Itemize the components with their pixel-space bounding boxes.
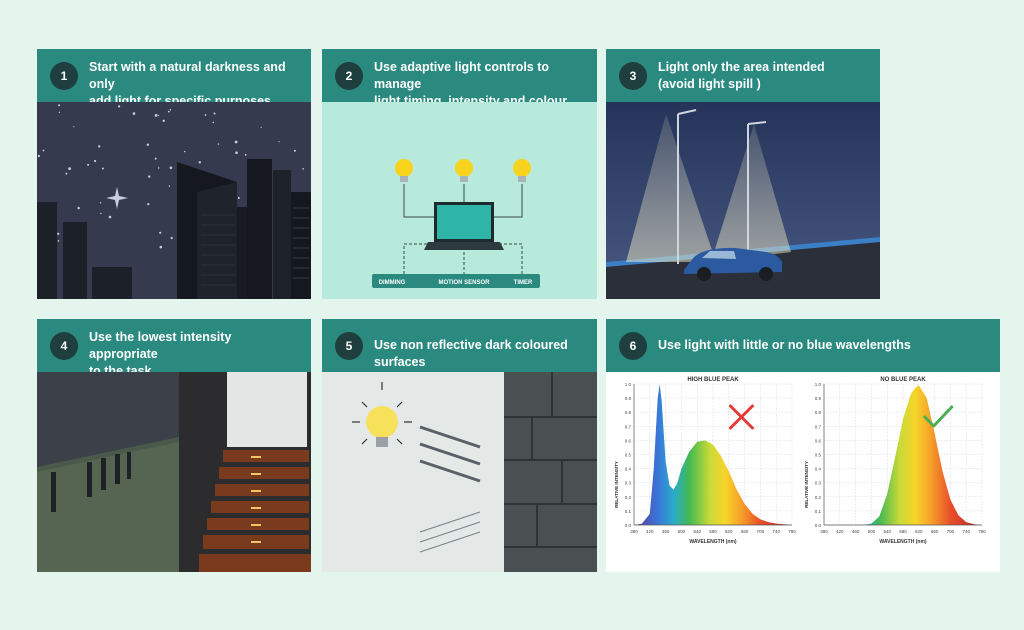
y-tick-label: 0.1 xyxy=(815,509,822,514)
x-tick-label: 460 xyxy=(852,529,860,534)
panel-6: 6 Use light with little or no blue wavel… xyxy=(606,319,1000,572)
y-axis-label: RELATIVE INTENSITY xyxy=(614,461,619,508)
y-tick-label: 0.6 xyxy=(815,438,822,443)
x-tick-label: 540 xyxy=(883,529,891,534)
street-light-scene xyxy=(606,102,880,299)
cross-icon xyxy=(728,404,754,430)
x-tick-label: 380 xyxy=(820,529,828,534)
x-tick-label: 780 xyxy=(978,529,986,534)
y-tick-label: 0.8 xyxy=(625,410,632,415)
panel-header: 2 Use adaptive light controls to manage … xyxy=(322,49,597,108)
bulb-icon xyxy=(513,159,531,182)
x-tick-label: 500 xyxy=(868,529,876,534)
controls-illustration: DIMMING MOTION SENSOR TIMER xyxy=(322,102,597,299)
panel-title: Light only the area intended (avoid ligh… xyxy=(658,60,825,91)
y-tick-label: 0.6 xyxy=(625,438,632,443)
step-number-badge: 3 xyxy=(619,62,647,90)
y-tick-label: 0.4 xyxy=(815,467,822,472)
step-number-badge: 4 xyxy=(50,332,78,360)
light-controls-diagram: DIMMING MOTION SENSOR TIMER xyxy=(322,102,597,299)
x-tick-label: 420 xyxy=(836,529,844,534)
dimming-label: DIMMING xyxy=(379,280,406,286)
step-number-badge: 6 xyxy=(619,332,647,360)
y-tick-label: 1.0 xyxy=(625,382,632,387)
spectrum-charts-svg: HIGH BLUE PEAK 0.0 0.1 0.2 0.3 0.4 0.5 0.6 0.7 0.… xyxy=(614,377,986,545)
step-number-badge: 5 xyxy=(335,332,363,360)
chart-title: HIGH BLUE PEAK xyxy=(687,377,739,383)
x-tick-label: 780 xyxy=(788,529,796,534)
panel-3: 3 Light only the area intended (avoid li… xyxy=(606,49,880,299)
y-axis-label: RELATIVE INTENSITY xyxy=(804,461,809,508)
panel-1: 1 Start with a natural darkness and only… xyxy=(37,49,311,299)
y-tick-label: 0.3 xyxy=(625,481,632,486)
motion-sensor-label: MOTION SENSOR xyxy=(438,280,490,286)
check-icon xyxy=(923,405,954,428)
street-light-illustration xyxy=(606,102,880,299)
panel-header: 3 Light only the area intended (avoid li… xyxy=(606,49,880,102)
y-tick-label: 0.0 xyxy=(815,523,822,528)
panel-title: Use light with little or no blue wavelen… xyxy=(658,338,911,352)
x-tick-label: 700 xyxy=(947,529,955,534)
x-tick-label: 580 xyxy=(709,529,717,534)
y-tick-label: 0.5 xyxy=(625,453,632,458)
x-tick-label: 580 xyxy=(899,529,907,534)
panel-title: Use the lowest intensity appropriate to … xyxy=(89,330,232,378)
x-axis-label: WAVELENGTH (nm) xyxy=(689,539,736,545)
panel-4: 4 Use the lowest intensity appropriate t… xyxy=(37,319,311,572)
y-tick-label: 0.8 xyxy=(815,410,822,415)
light-reflection-scene xyxy=(322,372,597,572)
spectrum-chart-1: HIGH BLUE PEAK 0.0 0.1 0.2 0.3 0.4 0.5 0.6 0.7 0.… xyxy=(614,377,796,545)
y-tick-label: 0.7 xyxy=(625,424,632,429)
x-tick-label: 540 xyxy=(693,529,701,534)
panel-header: 6 Use light with little or no blue wavel… xyxy=(606,319,1000,372)
y-tick-label: 0.5 xyxy=(815,453,822,458)
bulb-icon xyxy=(395,159,413,182)
y-tick-label: 0.3 xyxy=(815,481,822,486)
x-tick-label: 740 xyxy=(962,529,970,534)
y-tick-label: 0.4 xyxy=(625,467,632,472)
panel-5: 5 Use non reflective dark coloured surfa… xyxy=(322,319,597,572)
y-tick-label: 0.9 xyxy=(815,396,822,401)
step-number-badge: 1 xyxy=(50,62,78,90)
car-icon xyxy=(684,247,782,281)
timer-label: TIMER xyxy=(514,280,533,286)
light-reflection-illustration xyxy=(322,372,597,572)
x-tick-label: 380 xyxy=(630,529,638,534)
y-tick-label: 0.0 xyxy=(625,523,632,528)
x-tick-label: 500 xyxy=(678,529,686,534)
x-axis-label: WAVELENGTH (nm) xyxy=(879,539,926,545)
bulb-icon xyxy=(455,159,473,182)
x-tick-label: 700 xyxy=(757,529,765,534)
x-tick-label: 660 xyxy=(931,529,939,534)
x-tick-label: 620 xyxy=(725,529,733,534)
panel-2: 2 Use adaptive light controls to manage … xyxy=(322,49,597,299)
y-tick-label: 0.9 xyxy=(625,396,632,401)
panel-header: 4 Use the lowest intensity appropriate t… xyxy=(37,319,311,378)
night-city-scene xyxy=(37,102,311,299)
x-tick-label: 660 xyxy=(741,529,749,534)
panel-header: 5 Use non reflective dark coloured surfa… xyxy=(322,319,597,372)
stair-lighting-illustration xyxy=(37,372,311,572)
x-tick-label: 740 xyxy=(772,529,780,534)
spectrum-area xyxy=(824,385,982,525)
bulb-icon xyxy=(352,382,412,447)
y-tick-label: 0.1 xyxy=(625,509,632,514)
chart-title: NO BLUE PEAK xyxy=(880,377,926,383)
x-tick-label: 460 xyxy=(662,529,670,534)
night-city-illustration xyxy=(37,102,311,299)
x-tick-label: 620 xyxy=(915,529,923,534)
spectrum-charts: HIGH BLUE PEAK 0.0 0.1 0.2 0.3 0.4 0.5 0.6 0.7 0.… xyxy=(606,372,1000,572)
y-tick-label: 0.7 xyxy=(815,424,822,429)
spectrum-chart-2: NO BLUE PEAK 0.0 0.1 0.2 0.3 0.4 0.5 0.6 0.7 0.8 0… xyxy=(804,377,986,545)
x-tick-label: 420 xyxy=(646,529,654,534)
y-tick-label: 0.2 xyxy=(815,495,822,500)
panel-title: Use non reflective dark coloured surface… xyxy=(374,338,568,369)
step-number-badge: 2 xyxy=(335,62,363,90)
laptop-icon xyxy=(424,202,504,250)
spectrum-area xyxy=(634,384,792,525)
y-tick-label: 1.0 xyxy=(815,382,822,387)
stair-lighting-scene xyxy=(37,372,311,572)
y-tick-label: 0.2 xyxy=(625,495,632,500)
panel-header: 1 Start with a natural darkness and only… xyxy=(37,49,311,108)
